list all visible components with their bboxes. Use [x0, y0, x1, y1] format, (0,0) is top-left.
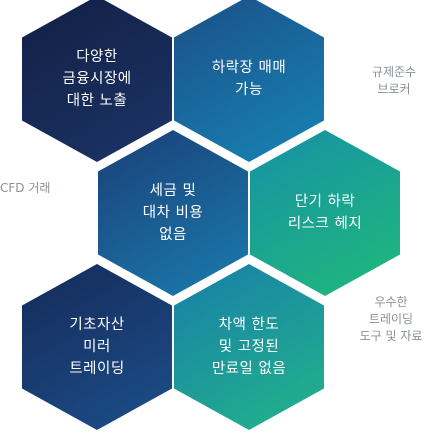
hexagon-short-selling: 하락장 매매 가능	[174, 0, 324, 162]
hexagon-no-tax-borrow-cost-label: 세금 및 대차 비용 없음	[142, 183, 204, 243]
label-cfd-trading: CFD 거래	[0, 181, 51, 195]
hexagon-hedge-risk: 단기 하락 리스크 헤지	[250, 130, 400, 296]
label-regulated-broker: 규제준수 브로커	[371, 65, 417, 96]
hexagon-hedge-risk-label: 단기 하락 리스크 헤지	[287, 194, 363, 232]
hexagon-no-tax-borrow-cost: 세금 및 대차 비용 없음	[98, 130, 248, 296]
hexagon-mirror-trading: 기초자산 미러 트레이딩	[22, 264, 172, 430]
hexagon-diverse-markets-label: 다양한 금융시장에 대한 노출	[62, 49, 132, 109]
hexagon-short-selling-label: 하락장 매매 가능	[211, 60, 287, 98]
hexagon-mirror-trading-label: 기초자산 미러 트레이딩	[69, 317, 125, 377]
label-trading-tools: 우수한 트레이딩 도구 및 자료	[359, 295, 423, 343]
hexagon-no-expiry-label: 차액 한도 및 고정된 만료일 없음	[211, 317, 287, 377]
hexagon-no-expiry: 차액 한도 및 고정된 만료일 없음	[174, 264, 324, 430]
hexagon-diverse-markets: 다양한 금융시장에 대한 노출	[22, 0, 172, 162]
